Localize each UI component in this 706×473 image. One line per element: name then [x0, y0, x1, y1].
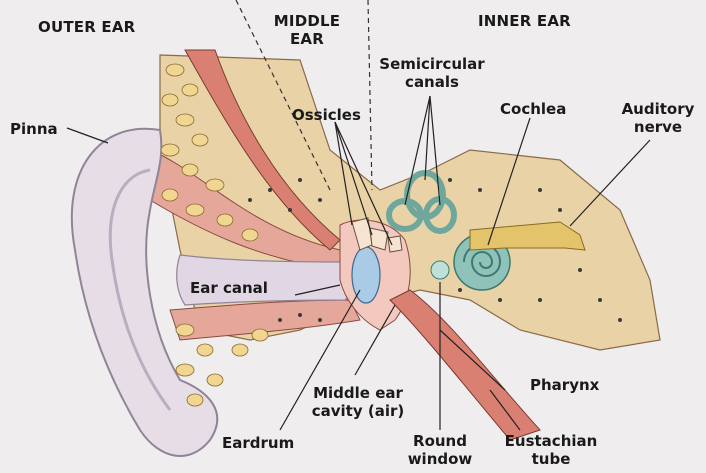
label-auditory-nerve: Auditory nerve [616, 100, 700, 136]
inner-ear-heading: INNER EAR [478, 12, 571, 30]
label-middle-ear-cavity: Middle ear cavity (air) [308, 384, 408, 420]
label-pharynx: Pharynx [530, 376, 599, 394]
label-middle-cavity-line1: Middle ear [308, 384, 408, 402]
label-semicircular-line2: canals [372, 73, 492, 91]
label-middle-cavity-line2: cavity (air) [308, 402, 408, 420]
middle-ear-heading-line2: EAR [262, 30, 352, 48]
label-cochlea: Cochlea [500, 100, 566, 118]
label-round-line1: Round [400, 432, 480, 450]
label-semicircular-canals: Semicircular canals [372, 55, 492, 91]
middle-ear-heading-line1: MIDDLE [262, 12, 352, 30]
label-pinna: Pinna [10, 120, 58, 138]
label-eustachian-line1: Eustachian [496, 432, 606, 450]
label-eustachian-tube: Eustachian tube [496, 432, 606, 468]
label-round-window: Round window [400, 432, 480, 468]
label-auditory-line2: nerve [616, 118, 700, 136]
label-eardrum: Eardrum [222, 434, 294, 452]
label-round-line2: window [400, 450, 480, 468]
middle-ear-heading: MIDDLE EAR [262, 12, 352, 48]
label-eustachian-line2: tube [496, 450, 606, 468]
label-semicircular-line1: Semicircular [372, 55, 492, 73]
eardrum-shape [352, 247, 380, 303]
middle-inner-divider [368, 0, 372, 190]
outer-ear-heading: OUTER EAR [38, 18, 135, 36]
round-window-shape [431, 261, 449, 279]
label-ossicles: Ossicles [292, 106, 361, 124]
label-ear-canal: Ear canal [190, 279, 268, 297]
label-auditory-line1: Auditory [616, 100, 700, 118]
